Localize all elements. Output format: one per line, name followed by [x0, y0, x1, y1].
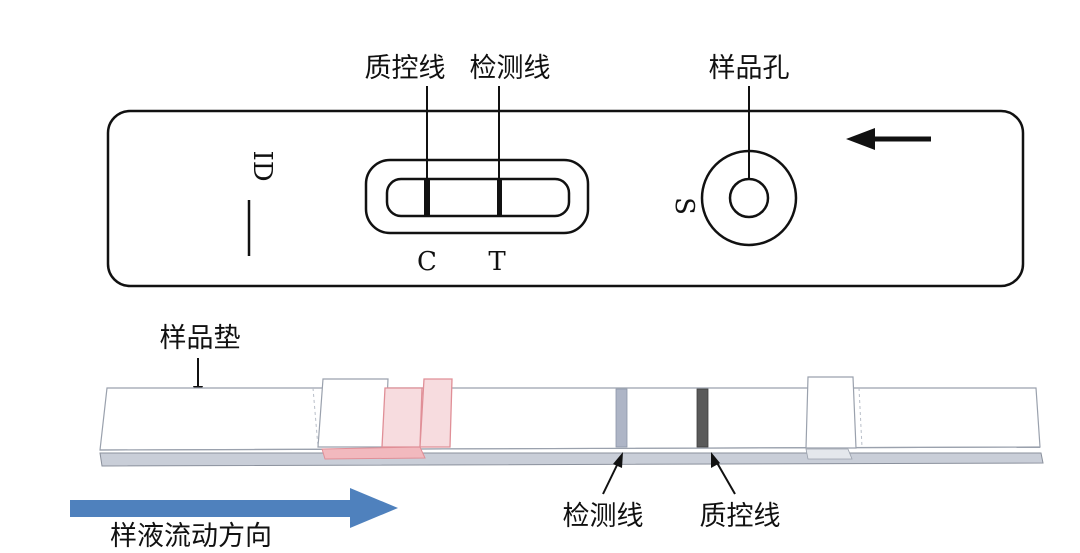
strip-control-line-arrow-icon — [711, 452, 736, 495]
sample-well-label: 样品孔 — [709, 53, 790, 84]
sample-well-inner — [728, 177, 770, 219]
left-overlap-pad — [317, 378, 389, 448]
strip-control-line — [696, 388, 709, 448]
strip-test-line-label: 检测线 — [563, 501, 644, 532]
result-window-inner — [385, 177, 571, 218]
left-arrow-icon — [846, 128, 931, 150]
strip-top-face — [99, 387, 1041, 451]
test-line-label: 检测线 — [470, 53, 551, 84]
conjugate-pad-raised — [419, 378, 453, 448]
s-label: S — [669, 197, 699, 215]
absorbent-pad — [805, 376, 857, 449]
flow-direction-label: 样液流动方向 — [110, 521, 272, 552]
c-label: C — [417, 247, 437, 277]
id-label: ID — [247, 150, 277, 181]
conjugate-pad — [381, 387, 423, 448]
test-line-mark — [497, 180, 502, 215]
sample-pad-label: 样品垫 — [160, 323, 241, 354]
strip-test-line-arrow-icon — [602, 452, 623, 495]
conjugate-pad-base — [321, 446, 426, 460]
strip-quality-control-line-label: 质控线 — [700, 501, 781, 532]
strip-test-line — [615, 388, 628, 448]
control-line-mark — [424, 180, 430, 215]
test-cassette: ID 质控线 检测线 C T 样品孔 S — [106, 53, 1025, 288]
t-label: T — [488, 247, 506, 277]
quality-control-line-label: 质控线 — [365, 53, 446, 84]
flow-direction-arrow-icon — [70, 488, 398, 528]
strip-front-edge — [99, 446, 1041, 451]
test-strip: 样品垫 检测线 — [70, 323, 1044, 552]
backing-card — [99, 452, 1044, 467]
